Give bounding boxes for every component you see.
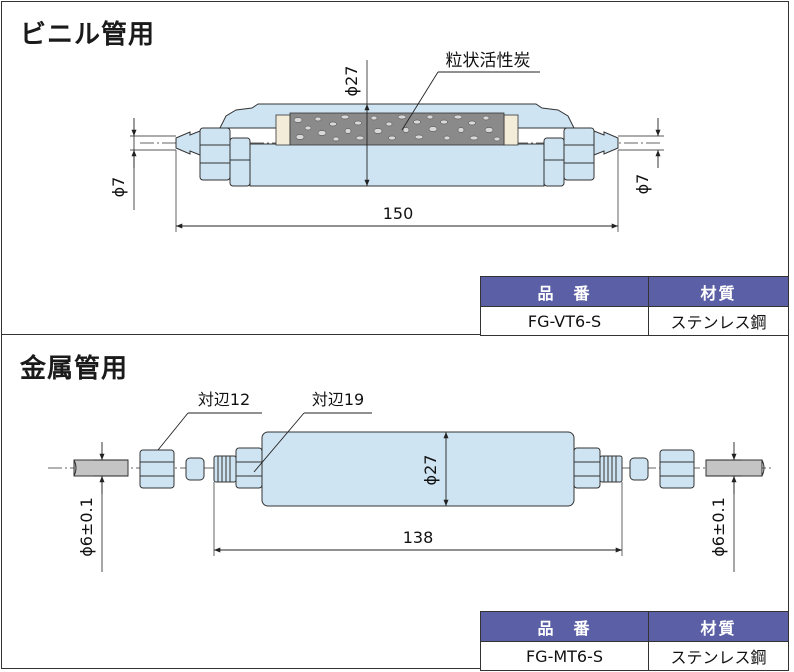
- metal-spec-table: 品 番 材質 FG-MT6-S ステンレス鋼: [480, 611, 789, 671]
- vinyl-dim-diameter-left: ϕ7: [109, 177, 128, 198]
- vinyl-header-part-number: 品 番: [480, 276, 649, 307]
- vinyl-carbon-bed: [289, 112, 505, 146]
- vinyl-right-nut: [563, 127, 595, 181]
- vinyl-filter-drawing: [130, 60, 664, 232]
- vinyl-header-material: 材質: [648, 276, 789, 307]
- metal-dim-diameter-right: ϕ6±0.1: [709, 497, 728, 557]
- vinyl-dim-length: 150: [383, 204, 414, 223]
- metal-dim-diameter-body: ϕ27: [421, 455, 440, 486]
- vinyl-material: ステンレス鋼: [648, 306, 789, 336]
- metal-left-pipe: [73, 459, 129, 477]
- vinyl-material-leader: [401, 71, 439, 131]
- vinyl-left-pad: [275, 114, 291, 146]
- vinyl-material-label: 粒状活性炭: [446, 51, 531, 71]
- metal-header-material: 材質: [648, 611, 789, 642]
- vinyl-part-number: FG-VT6-S: [480, 306, 649, 336]
- metal-left-fitting: [213, 447, 263, 489]
- metal-main-body: [261, 431, 575, 507]
- metal-section-title: 金属管用: [20, 354, 129, 384]
- vinyl-section-title: ビニル管用: [20, 20, 156, 50]
- metal-left-nut: [139, 449, 175, 489]
- metal-label-across-12: 対辺12: [198, 390, 250, 409]
- section-divider: [1, 334, 789, 335]
- vinyl-right-barb: [593, 130, 619, 156]
- vinyl-left-barb: [175, 130, 201, 156]
- metal-material: ステンレス鋼: [648, 641, 789, 671]
- metal-right-nut: [659, 449, 695, 489]
- vinyl-right-pad: [503, 114, 519, 146]
- vinyl-spec-table: 品 番 材質 FG-VT6-S ステンレス鋼: [480, 276, 789, 336]
- metal-header-part-number: 品 番: [480, 611, 649, 642]
- vinyl-dim-diameter-body: ϕ27: [342, 66, 361, 97]
- metal-right-ferrule: [629, 457, 649, 481]
- metal-dim-diameter-left: ϕ6±0.1: [77, 497, 96, 557]
- vinyl-lower-body: [249, 143, 545, 187]
- metal-filter-drawing: [48, 412, 772, 572]
- metal-dim-length: 138: [403, 528, 434, 547]
- vinyl-left-collar: [229, 137, 251, 187]
- metal-right-fitting: [573, 447, 623, 489]
- vinyl-left-nut: [199, 127, 231, 181]
- metal-part-number: FG-MT6-S: [480, 641, 649, 671]
- metal-left-ferrule: [185, 457, 205, 481]
- vinyl-right-collar: [543, 137, 565, 187]
- metal-right-pipe: [705, 459, 765, 477]
- vinyl-carbon-granules: [293, 114, 501, 142]
- metal-label-across-19: 対辺19: [312, 390, 364, 409]
- vinyl-dim-diameter-right: ϕ7: [633, 174, 652, 195]
